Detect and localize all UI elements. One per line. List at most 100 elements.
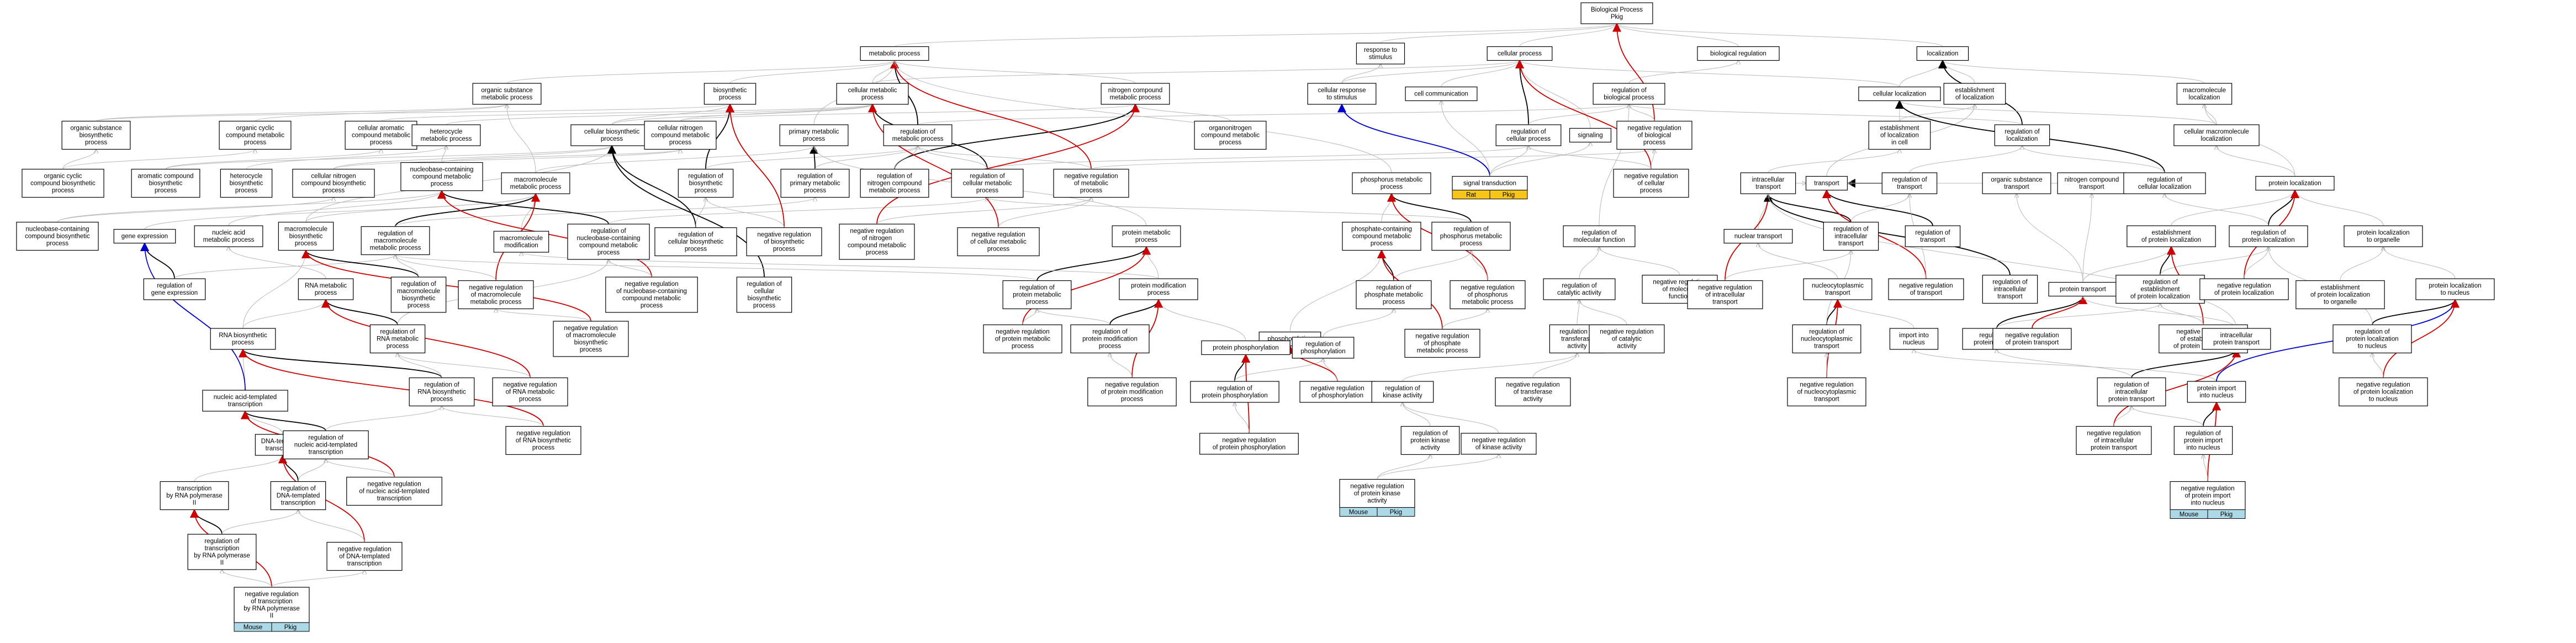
go-term-cellular-process[interactable]: cellular process <box>1487 46 1553 61</box>
annotation-tag-mouse[interactable]: Mouse <box>1339 507 1378 517</box>
go-term-cellular-localization[interactable]: cellular localization <box>1858 86 1941 102</box>
go-term-localization[interactable]: localization <box>1916 46 1969 61</box>
go-term-gene-expression[interactable]: gene expression <box>113 228 176 244</box>
annotation-tag-mouse[interactable]: Mouse <box>234 622 272 632</box>
go-term-signal-transduction[interactable]: signal transduction <box>1452 176 1528 191</box>
go-term-protein-phosphorylation[interactable]: protein phosphorylation <box>1201 340 1290 355</box>
go-term-cell-communication[interactable]: cell communication <box>1405 86 1478 102</box>
go-term-protein-transport[interactable]: protein transport <box>2048 281 2118 297</box>
go-term-transport[interactable]: transport <box>1805 176 1848 191</box>
go-term-metabolic-process[interactable]: metabolic process <box>860 46 929 61</box>
go-term-signaling[interactable]: signaling <box>1569 127 1612 143</box>
annotation-tag-pkig[interactable]: Pkig <box>271 622 310 632</box>
annotation-tag-pkig[interactable]: Pkig <box>1489 190 1528 199</box>
go-term-protein-localization[interactable]: protein localization <box>2255 176 2335 191</box>
go-term-regulation-of-nucleobase-containing-compound-metabolic-process[interactable]: regulation ofnucleobase-containingcompou… <box>567 224 650 260</box>
